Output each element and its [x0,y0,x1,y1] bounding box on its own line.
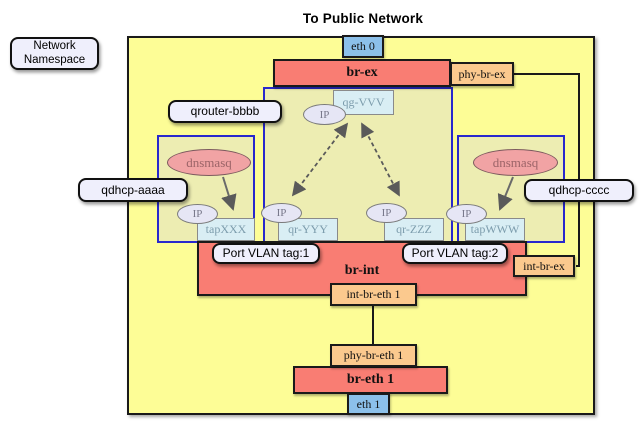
port-vlan-tag2-label: Port VLAN tag:2 [402,243,508,264]
phy-br-ex-port: phy-br-ex [450,62,514,86]
br-eth1-bridge: br-eth 1 [293,366,448,394]
qr-yyy-port: qr-YYY [278,218,338,241]
dnsmasq-ellipse-right: dnsmasq [473,149,558,176]
ip-ellipse-qg: IP [303,104,346,125]
qg-vvv-port: qg-VVV [333,90,394,115]
tap-xxx-port: tapXXX [197,218,255,241]
int-br-eth1-port: int-br-eth 1 [330,283,417,306]
br-ex-bridge: br-ex [273,59,451,87]
ip-ellipse-qr-zzz: IP [366,203,407,223]
qr-zzz-port: qr-ZZZ [384,218,444,241]
int-br-ex-port: int-br-ex [513,255,575,277]
qdhcp-cccc-label: qdhcp-cccc [524,179,634,202]
port-vlan-tag1-label: Port VLAN tag:1 [212,243,320,264]
network-namespace-legend: Network Namespace [10,37,99,70]
diagram-title: To Public Network [302,11,424,26]
ip-ellipse-qr-yyy: IP [261,203,302,223]
phy-br-eth1-port: phy-br-eth 1 [330,344,417,367]
eth1-nic: eth 1 [347,393,390,415]
eth0-nic: eth 0 [342,35,384,58]
ip-ellipse-tapxxx: IP [177,204,218,224]
qrouter-bbbb-label: qrouter-bbbb [168,100,282,123]
dnsmasq-ellipse-left: dnsmasq [167,149,251,176]
qdhcp-aaaa-label: qdhcp-aaaa [78,178,188,202]
ip-ellipse-tapwww: IP [446,204,487,224]
